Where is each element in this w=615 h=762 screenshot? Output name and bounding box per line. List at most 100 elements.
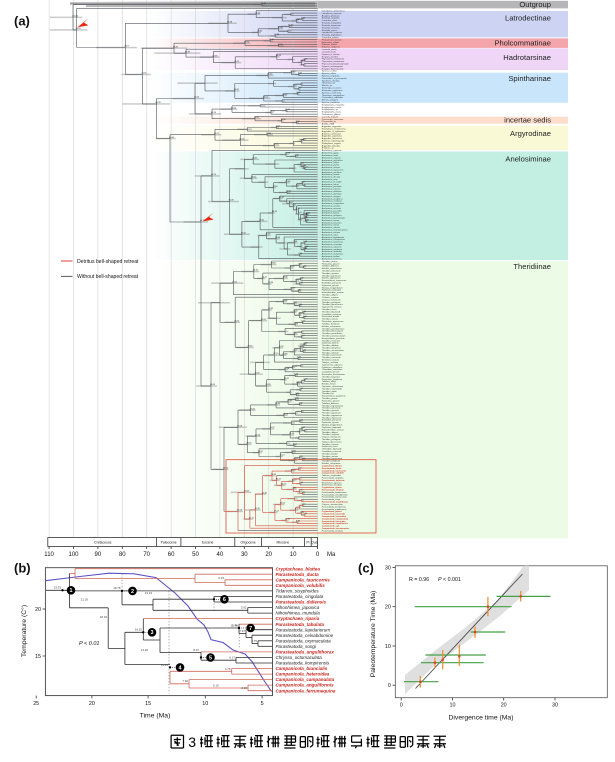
svg-text:Anelosimus_elegans: Anelosimus_elegans <box>322 195 341 198</box>
svg-text:12.05: 12.05 <box>287 400 293 402</box>
svg-text:18.84: 18.84 <box>271 263 277 265</box>
svg-text:Theridion_penicillatum: Theridion_penicillatum <box>322 332 343 335</box>
svg-text:Canalidion_tinctum: Canalidion_tinctum <box>322 371 340 374</box>
svg-text:Thwaitesia_sp: Thwaitesia_sp <box>322 82 336 85</box>
svg-text:Paleocene: Paleocene <box>161 541 177 545</box>
svg-text:4.99: 4.99 <box>304 246 309 248</box>
svg-text:9.20: 9.20 <box>294 322 299 324</box>
svg-text:Chikunia_scriptum: Chikunia_scriptum <box>322 296 339 299</box>
svg-text:9.86: 9.86 <box>292 488 297 490</box>
svg-text:Parasteatoda_celsabdomine: Parasteatoda_celsabdomine <box>322 493 349 496</box>
svg-text:Hadrotarsinae: Hadrotarsinae <box>503 53 551 62</box>
svg-text:Takayus_instabile: Takayus_instabile <box>322 361 339 364</box>
svg-text:Steatoda_triangulosa: Steatoda_triangulosa <box>322 22 342 25</box>
svg-text:Theridion_nigrovittatum: Theridion_nigrovittatum <box>322 404 344 407</box>
svg-text:80: 80 <box>119 552 126 558</box>
svg-text:Oligocene: Oligocene <box>241 541 256 545</box>
svg-text:7.30: 7.30 <box>299 403 304 405</box>
svg-text:14.62: 14.62 <box>281 484 287 486</box>
svg-text:Chrysso_melanurum: Chrysso_melanurum <box>322 436 341 439</box>
svg-text:Parasteatoda_lepidariorum: Parasteatoda_lepidariorum <box>276 627 331 632</box>
svg-text:Nihonhimea_japonica: Nihonhimea_japonica <box>276 605 320 610</box>
svg-text:Heterotheridion_ovatum: Heterotheridion_ovatum <box>322 428 344 431</box>
svg-text:12.91: 12.91 <box>285 519 291 521</box>
svg-text:50.20: 50.20 <box>194 97 200 99</box>
svg-text:Theridion_mystaceum: Theridion_mystaceum <box>322 457 342 460</box>
svg-text:Neospintharus_yaginumai: Neospintharus_yaginumai <box>322 395 346 398</box>
svg-text:Theridion_octomaculatum: Theridion_octomaculatum <box>322 334 346 337</box>
svg-text:Anelosimus_chonganicus: Anelosimus_chonganicus <box>322 238 345 241</box>
svg-text:Anelosimus_vittatus: Anelosimus_vittatus <box>322 226 340 229</box>
svg-text:Parasteatoda_kompirensis: Parasteatoda_kompirensis <box>276 661 331 666</box>
svg-text:Parasteatoda_daliensis: Parasteatoda_daliensis <box>276 600 327 605</box>
svg-text:Nihonhimea_mundula: Nihonhimea_mundula <box>276 611 321 616</box>
svg-text:Crustulina_sticta: Crustulina_sticta <box>322 19 338 22</box>
svg-text:Wamba_nipponicum: Wamba_nipponicum <box>322 278 341 280</box>
svg-text:Theridion_japonicum: Theridion_japonicum <box>322 411 341 414</box>
svg-text:8.52: 8.52 <box>296 121 301 123</box>
svg-text:Anelosimus_nelsoni: Anelosimus_nelsoni <box>322 231 341 234</box>
svg-text:19.07: 19.07 <box>270 111 276 113</box>
svg-text:Theridion_evexum: Theridion_evexum <box>322 443 339 446</box>
svg-text:30: 30 <box>241 552 248 558</box>
svg-text:90: 90 <box>95 552 102 558</box>
svg-text:(b): (b) <box>14 561 31 576</box>
svg-text:5: 5 <box>209 655 212 661</box>
svg-text:6.32: 6.32 <box>301 17 306 19</box>
svg-text:Miocene: Miocene <box>276 541 289 545</box>
svg-text:Anelosimus_baeza: Anelosimus_baeza <box>322 212 340 215</box>
svg-text:Heterotheridion_ovatum: Heterotheridion_ovatum <box>322 291 344 294</box>
svg-text:5.91: 5.91 <box>302 350 307 352</box>
svg-text:28.33: 28.33 <box>247 346 253 348</box>
svg-text:Tekellina_differens: Tekellina_differens <box>322 402 339 405</box>
svg-text:19.86: 19.86 <box>268 282 274 284</box>
svg-text:7.45: 7.45 <box>298 264 303 266</box>
svg-text:9.17: 9.17 <box>294 374 299 376</box>
svg-text:Tidarren_sisyphoides: Tidarren_sisyphoides <box>322 474 341 477</box>
svg-text:32.58: 32.58 <box>237 510 243 512</box>
svg-text:Pholcomma_gibbum: Pholcomma_gibbum <box>322 114 341 116</box>
svg-text:Detritus bell-shaped retreat: Detritus bell-shaped retreat <box>77 259 139 265</box>
svg-text:Ohlertidion_blackwalli: Ohlertidion_blackwalli <box>322 448 342 451</box>
svg-text:Euryopis_flavomaculata: Euryopis_flavomaculata <box>322 67 345 70</box>
svg-text:Episinus_angulatus: Episinus_angulatus <box>322 75 340 78</box>
svg-text:8.16: 8.16 <box>297 382 302 384</box>
svg-text:Platnickina_sisyphium: Platnickina_sisyphium <box>322 378 342 381</box>
svg-text:7.68: 7.68 <box>298 73 303 75</box>
svg-text:Anelosimus_rupununi: Anelosimus_rupununi <box>322 149 342 152</box>
svg-text:Parasteatoda_oxymaculata: Parasteatoda_oxymaculata <box>322 496 348 499</box>
svg-text:25.35: 25.35 <box>255 508 261 510</box>
svg-text:Canalidion_cinereum: Canalidion_cinereum <box>322 313 342 316</box>
svg-text:31.64: 31.64 <box>239 138 245 140</box>
svg-text:2: 2 <box>131 589 134 595</box>
svg-text:4: 4 <box>179 665 182 671</box>
svg-text:12.93: 12.93 <box>285 153 291 155</box>
svg-text:6.23: 6.23 <box>301 321 306 323</box>
svg-text:Anelosimus_buffoni: Anelosimus_buffoni <box>322 255 340 258</box>
svg-text:17.70: 17.70 <box>273 144 279 146</box>
svg-text:Moneta_spinigera: Moneta_spinigera <box>322 99 339 102</box>
svg-text:13.23: 13.23 <box>145 591 153 595</box>
svg-text:6.63: 6.63 <box>300 140 305 142</box>
svg-text:(c): (c) <box>358 561 374 576</box>
svg-text:Anelosimus_jucundus: Anelosimus_jucundus <box>322 209 342 212</box>
svg-text:Anelosimus_taiwanicus: Anelosimus_taiwanicus <box>322 241 343 244</box>
svg-text:Asagena_phalerata: Asagena_phalerata <box>322 14 341 17</box>
svg-text:20.96: 20.96 <box>265 234 271 236</box>
svg-text:9.62: 9.62 <box>293 85 298 87</box>
svg-text:31.00: 31.00 <box>241 232 247 234</box>
svg-text:13.42: 13.42 <box>284 378 290 380</box>
svg-text:Stemmops_cf_servus: Stemmops_cf_servus <box>322 87 342 90</box>
svg-text:Canalidion_cinereum: Canalidion_cinereum <box>322 450 342 453</box>
svg-text:70: 70 <box>143 552 150 558</box>
svg-text:11.47: 11.47 <box>289 202 295 204</box>
svg-text:98.69: 98.69 <box>76 28 82 30</box>
svg-text:25: 25 <box>33 701 39 707</box>
svg-text:4.62: 4.62 <box>305 220 310 222</box>
svg-text:Argyrodes_flavescens: Argyrodes_flavescens <box>322 137 342 140</box>
svg-text:20.64: 20.64 <box>266 133 272 135</box>
svg-text:Anelosimus_sulawesi: Anelosimus_sulawesi <box>322 245 342 248</box>
svg-text:Neospintharus_parvulum: Neospintharus_parvulum <box>322 337 345 340</box>
svg-text:18.19: 18.19 <box>100 615 108 619</box>
svg-text:19.89: 19.89 <box>268 308 274 310</box>
